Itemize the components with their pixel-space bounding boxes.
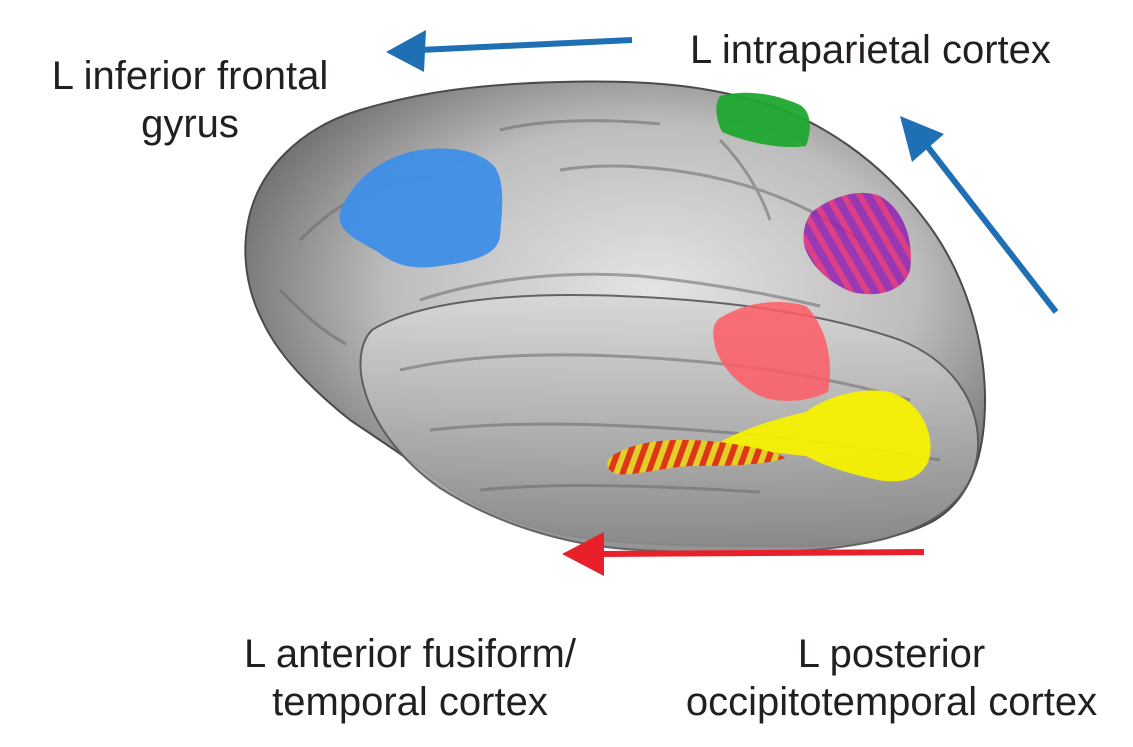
- dorsal-arrow-frontal: [386, 30, 632, 72]
- label-line: temporal cortex: [205, 678, 615, 726]
- label-line: L anterior fusiform/: [205, 630, 615, 678]
- label-anterior-fusiform-temporal-cortex: L anterior fusiform/ temporal cortex: [205, 630, 615, 726]
- label-line: gyrus: [20, 100, 360, 148]
- label-inferior-frontal-gyrus: L inferior frontal gyrus: [20, 52, 360, 148]
- label-line: occipitotemporal cortex: [650, 678, 1133, 726]
- label-posterior-occipitotemporal-cortex: L posterior occipitotemporal cortex: [650, 630, 1133, 726]
- label-line: L intraparietal cortex: [690, 26, 1120, 74]
- label-line: L inferior frontal: [20, 52, 360, 100]
- label-intraparietal-cortex: L intraparietal cortex: [690, 26, 1120, 74]
- label-line: L posterior: [650, 630, 1133, 678]
